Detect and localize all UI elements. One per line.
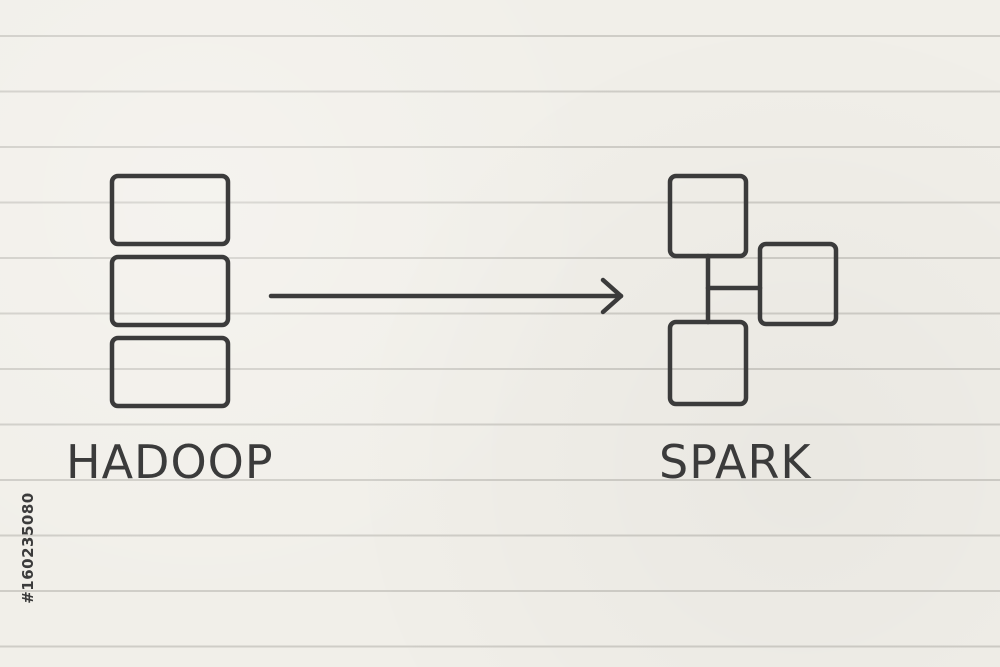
spark-node-right [757,241,839,327]
hadoop-block-top [109,173,231,247]
arrow-head [600,277,624,315]
spark-node-top [667,173,749,259]
stock-image-id: #160235080 [19,492,37,604]
spark-label: SPARK [659,435,812,489]
hadoop-label: HADOOP [66,435,274,489]
arrow-right-icon [268,277,624,315]
spark-node-bottom [667,319,749,407]
spark-connected-nodes-icon [667,173,839,407]
hadoop-block-middle [109,254,231,328]
hadoop-stacked-blocks-icon [109,173,231,409]
hadoop-block-bottom [109,335,231,409]
